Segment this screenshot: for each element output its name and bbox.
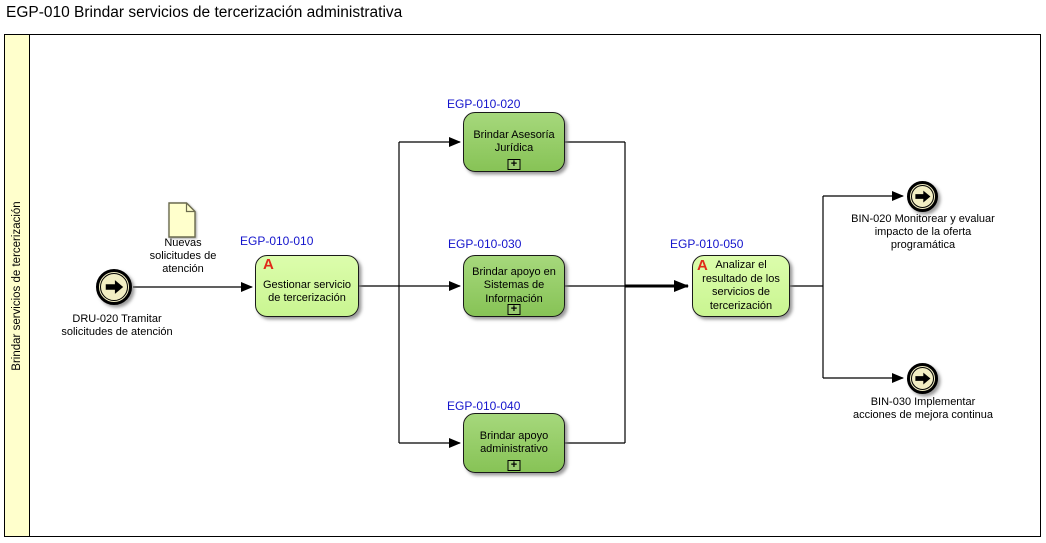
end-event-bin030-label: BIN-030 Implementar acciones de mejora c… (852, 396, 994, 421)
end-event-bin020-label: BIN-020 Monitorear y evaluar impacto de … (851, 213, 995, 251)
task-010-label: Gestionar servicio de tercerización (262, 278, 352, 305)
link-arrow-icon (911, 367, 934, 390)
start-event-label: DRU-020 Tramitar solicitudes de atención (61, 313, 173, 338)
task-030-label: Brindar apoyo en Sistemas de Información (472, 265, 556, 305)
task-asesoria-juridica[interactable]: Brindar Asesoría Jurídica + (463, 112, 565, 172)
subprocess-plus-icon[interactable]: + (507, 460, 521, 471)
input-document-label: Nuevas solicitudes de atención (149, 237, 217, 275)
lane-header: Brindar servicios de tercerización (5, 35, 30, 536)
task-apoyo-sistemas[interactable]: Brindar apoyo en Sistemas de Información… (463, 255, 565, 317)
page-title: EGP-010 Brindar servicios de tercerizaci… (6, 4, 403, 21)
link-arrow-icon (100, 273, 128, 301)
end-link-event-bin030[interactable] (907, 363, 938, 394)
task-apoyo-administrativo[interactable]: Brindar apoyo administrativo + (463, 413, 565, 473)
task-010-code: EGP-010-010 (240, 234, 314, 248)
task-030-code: EGP-010-030 (448, 237, 522, 251)
start-link-event[interactable] (96, 269, 132, 305)
task-gestionar-servicio[interactable]: A Gestionar servicio de tercerización (255, 255, 359, 317)
document-icon (168, 202, 196, 243)
task-020-code: EGP-010-020 (447, 97, 521, 111)
custom-a-marker-icon: A (263, 256, 274, 273)
link-arrow-icon (911, 185, 934, 208)
task-analizar-resultado[interactable]: A Analizar el resultado de los servicios… (692, 255, 790, 317)
task-020-label: Brindar Asesoría Jurídica (473, 128, 555, 155)
subprocess-plus-icon[interactable]: + (507, 304, 521, 315)
task-050-label: Analizar el resultado de los servicios d… (702, 259, 780, 312)
task-050-code: EGP-010-050 (670, 237, 744, 251)
task-040-label: Brindar apoyo administrativo (479, 429, 549, 456)
end-link-event-bin020[interactable] (907, 181, 938, 212)
task-040-code: EGP-010-040 (447, 399, 521, 413)
lane-label: Brindar servicios de tercerización (11, 200, 23, 371)
custom-a-marker-icon: A (697, 257, 708, 274)
subprocess-plus-icon[interactable]: + (507, 159, 521, 170)
